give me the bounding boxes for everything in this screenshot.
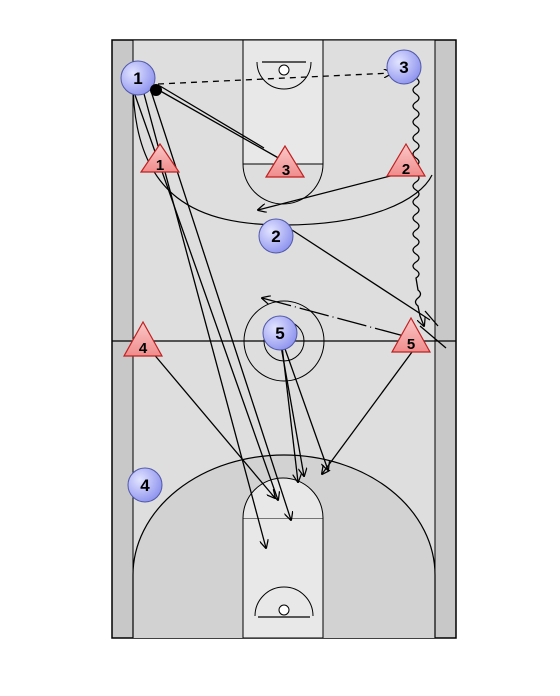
x3-rotation (159, 85, 265, 149)
roll-5-line-c (281, 345, 298, 482)
defender-1: 1 (139, 142, 181, 174)
x1-rotation (154, 87, 283, 161)
defender-5-label: 5 (407, 336, 415, 353)
defender-4: 4 (122, 320, 164, 357)
defender-3-label: 3 (282, 162, 290, 179)
x2-rotation (258, 173, 399, 210)
offense-player-1: 1 (120, 60, 162, 96)
defender-2-label: 2 (402, 161, 410, 178)
cut-2-line (291, 229, 431, 321)
offense-player-1-label: 1 (133, 69, 142, 88)
dribble-line (412, 77, 424, 326)
center-circle-outer (243, 300, 325, 382)
cut-1-line-b (149, 87, 291, 520)
bottom-hoop (278, 604, 290, 616)
screen-line (262, 298, 405, 337)
x4-rotation (151, 351, 275, 498)
defender-5: 5 (390, 316, 432, 353)
defender-2: 2 (385, 142, 427, 178)
bottom-free-throw-arc (242, 477, 324, 519)
top-restricted-arc (256, 61, 312, 90)
bottom-restricted-arc (254, 586, 314, 617)
ball-icon (150, 84, 162, 96)
top-hoop (278, 64, 290, 76)
bottom-lane (242, 517, 324, 639)
offense-player-4: 4 (127, 467, 163, 503)
offense-player-5-label: 5 (275, 324, 284, 343)
offense-players: 1 2 3 4 5 (120, 49, 422, 503)
offense-player-3-label: 3 (399, 58, 408, 77)
offense-player-3: 3 (386, 49, 422, 85)
roll-5-line-b (283, 345, 328, 470)
defender-4-label: 4 (139, 340, 148, 357)
offense-player-2-label: 2 (271, 227, 280, 246)
cut-2-line-screen (424, 310, 439, 327)
defender-3: 3 (264, 144, 306, 179)
screen-marker (419, 325, 447, 349)
defense-players: 1 2 3 4 5 (122, 142, 432, 357)
defender-1-label: 1 (156, 157, 164, 174)
x5-rotation (322, 351, 413, 474)
offense-player-2: 2 (258, 218, 294, 254)
offense-player-5: 5 (262, 315, 298, 351)
offense-player-4-label: 4 (140, 476, 150, 495)
